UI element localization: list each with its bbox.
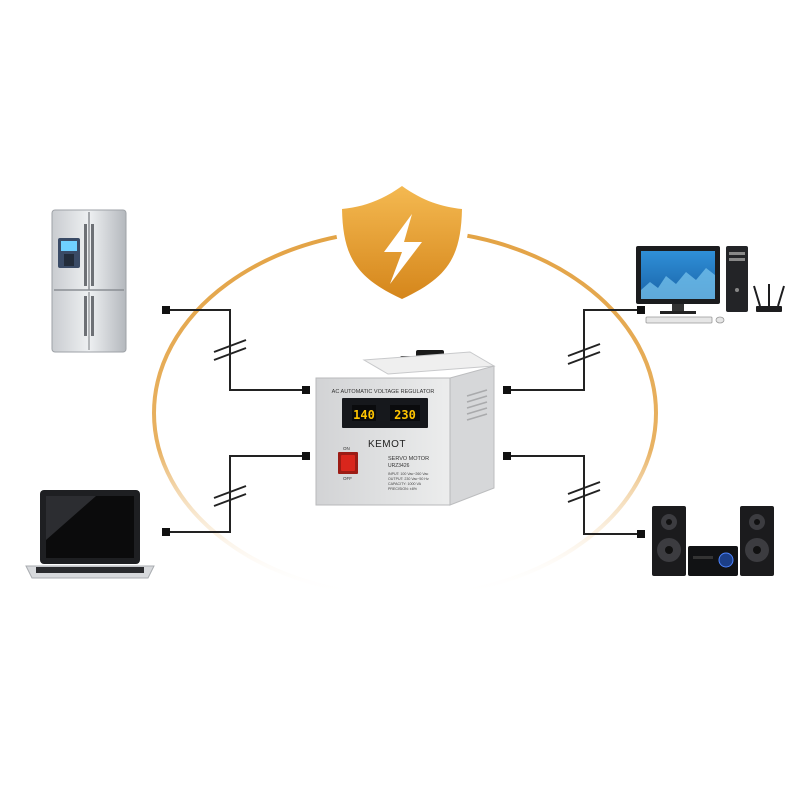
input-voltage-display: 140 xyxy=(353,408,375,422)
switch-off-label: OFF xyxy=(343,476,352,481)
model-label: URZ3426 xyxy=(388,463,410,469)
switch-on-label: ON xyxy=(343,446,350,451)
servo-motor-label: SERVO MOTOR xyxy=(388,456,429,462)
wire-computer xyxy=(507,309,640,391)
regulator-header: AC AUTOMATIC VOLTAGE REGULATOR xyxy=(332,389,435,395)
spec-input: INPUT: 100 Vac~260 Vac xyxy=(388,472,429,476)
connector-dots xyxy=(162,306,645,538)
side-vents xyxy=(466,389,488,421)
stereo-system-icon xyxy=(652,506,774,576)
wire-fridge xyxy=(166,309,305,391)
desktop-computer-icon xyxy=(636,246,785,324)
brand-logo: KEMOT xyxy=(368,439,406,450)
laptop-icon xyxy=(25,490,155,579)
spec-output: OUTPUT: 230 Vac~50 Hz xyxy=(388,477,429,481)
spec-capacity: CAPACITY: 1000 VA xyxy=(388,482,422,486)
wire-stereo xyxy=(507,455,640,535)
wire-laptop xyxy=(166,455,305,533)
lightning-shield-icon xyxy=(334,178,470,306)
output-voltage-display: 230 xyxy=(394,408,416,422)
voltage-regulator xyxy=(315,350,496,506)
spec-precision: PRECISION: ±8% xyxy=(388,487,418,491)
refrigerator-icon xyxy=(51,209,127,353)
